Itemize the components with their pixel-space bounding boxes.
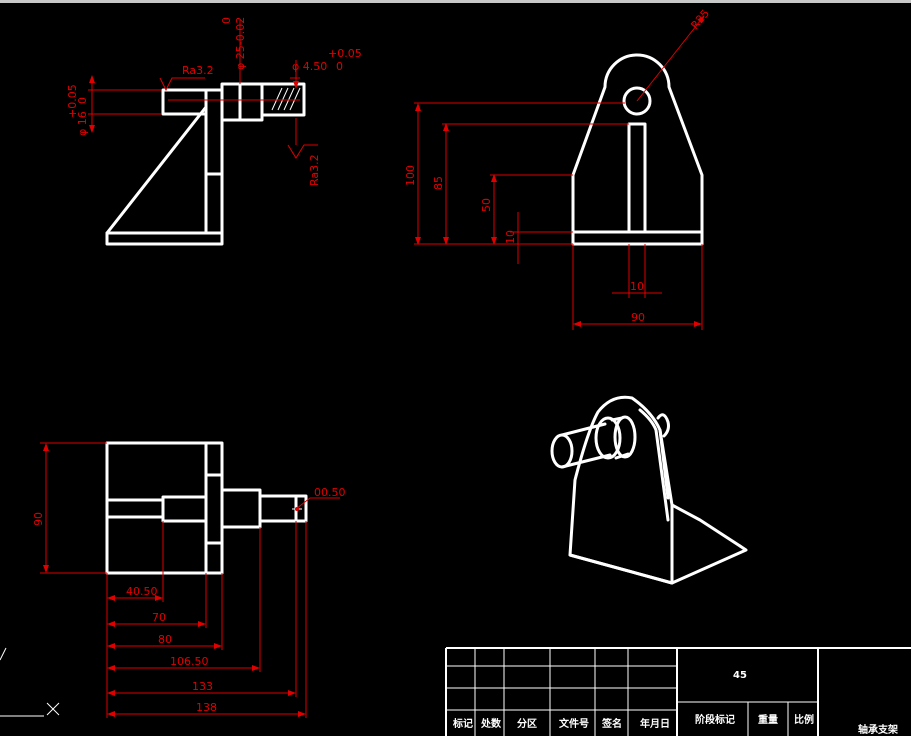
title-header-count: 处数 [480,717,502,730]
dim-138: 138 [196,701,217,714]
dim-tol-zero-b: 0 [220,17,233,24]
front-view: +0.05 0 φ 16 Ra3.2 0 φ 25-0.02 +0.05 φ 4… [66,17,362,246]
dim-roughness-b: Ra3.2 [308,154,321,186]
dim-dia-16: φ 16 [76,111,89,136]
title-weight: 重量 [758,713,778,726]
dim-dia-4-50: φ 4.50 [292,60,327,73]
dim-100: 100 [404,165,417,186]
dim-tol-zero-a: 0 [76,97,89,104]
title-header-file: 文件号 [559,717,589,730]
front-view-outline [105,82,306,246]
hole-hatch [271,87,301,111]
top-view-outline [105,441,308,575]
front-view-dimensions [88,20,318,159]
title-material: 45 [733,670,747,681]
dim-133: 133 [192,680,213,693]
side-view: R25 100 85 50 10 10 90 [404,7,712,330]
title-header-mark: 标记 [452,717,473,730]
dim-00-50: 00.50 [314,486,346,499]
dim-tol-zero-c: 0 [336,60,343,73]
dim-roughness-a: Ra3.2 [182,64,214,77]
title-header-date: 年月日 [640,717,670,730]
dim-r25: R25 [688,7,712,32]
title-part-name: 轴承支架 [858,723,898,736]
dim-85: 85 [432,176,445,190]
window-top-border [0,0,911,3]
top-view: 90 00.50 40.50 70 80 106.50 133 138 [32,441,346,718]
ucs-axis-icon [0,647,60,717]
top-view-dimensions [40,442,340,718]
isometric-view [550,395,748,585]
title-header-sign: 签名 [601,717,622,730]
dim-tol-plus-a: +0.05 [66,84,79,118]
dim-40-50: 40.50 [126,585,158,598]
dim-80: 80 [158,633,172,646]
side-view-outline [571,53,704,246]
dim-tol-plus-b: +0.05 [328,47,362,60]
side-view-dimensions [414,15,705,330]
title-stage-mark: 阶段标记 [695,713,735,726]
dim-70: 70 [152,611,166,624]
dim-90-height: 90 [32,512,45,526]
title-header-zone: 分区 [517,717,537,730]
dim-10-width: 10 [630,280,644,293]
center-mark [292,504,302,514]
dim-dia-25: φ 25-0.02 [234,17,247,70]
title-block: 45 阶段标记 重量 比例 轴承支架 标记 处数 分区 文件号 签名 年月日 [445,647,911,736]
title-scale: 比例 [794,713,814,726]
dim-50: 50 [480,198,493,212]
dim-90-width: 90 [631,311,645,324]
dim-10: 10 [504,230,517,244]
dim-106-50: 106.50 [170,655,209,668]
